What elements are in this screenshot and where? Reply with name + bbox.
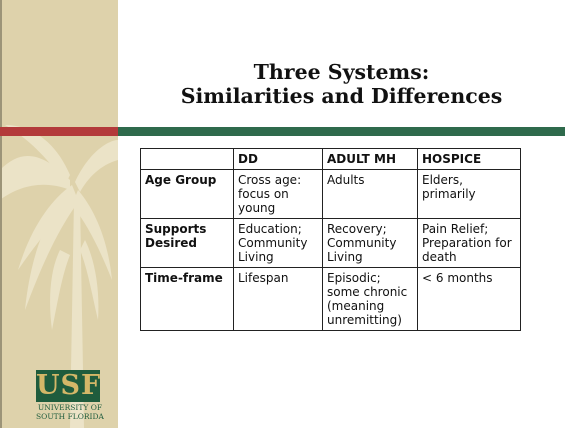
usf-logo-line-1: UNIVERSITY OF <box>37 403 103 412</box>
table-cell: Pain Relief; Preparation for death <box>417 218 521 268</box>
table-cell: Adults <box>322 169 418 219</box>
usf-logo-subtitle: UNIVERSITY OF SOUTH FLORIDA <box>22 403 118 421</box>
header-cell-hospice: HOSPICE <box>417 148 521 170</box>
table-cell: Episodic; some chronic (meaning unremitt… <box>322 267 418 331</box>
header-cell-empty <box>140 148 234 170</box>
title-band-green <box>118 127 565 136</box>
table-cell: Lifespan <box>233 267 323 331</box>
usf-logo-letters: USF <box>36 370 102 402</box>
title-band-red <box>0 127 118 136</box>
palm-decoration-band <box>0 0 118 428</box>
header-cell-dd: DD <box>233 148 323 170</box>
usf-logo: USF UNIVERSITY OF SOUTH FLORIDA <box>22 370 118 426</box>
palm-tree-icon <box>0 125 118 428</box>
header-cell-adult-mh: ADULT MH <box>322 148 418 170</box>
table-header-row: DD ADULT MH HOSPICE <box>140 148 521 170</box>
table-cell: Elders, primarily <box>417 169 521 219</box>
table-row: Time-frame Lifespan Episodic; some chron… <box>140 267 521 331</box>
table-cell: Education; Community Living <box>233 218 323 268</box>
row-label-supports-desired: Supports Desired <box>140 218 234 268</box>
table-cell: Cross age: focus on young <box>233 169 323 219</box>
usf-logo-line-2: SOUTH FLORIDA <box>36 412 104 421</box>
row-label-age-group: Age Group <box>140 169 234 219</box>
table-cell: Recovery; Community Living <box>322 218 418 268</box>
comparison-table: DD ADULT MH HOSPICE Age Group Cross age:… <box>140 148 521 331</box>
table-row: Supports Desired Education; Community Li… <box>140 218 521 268</box>
slide-title: Three Systems: Similarities and Differen… <box>118 60 565 108</box>
slide-edge-line <box>0 0 2 428</box>
table-cell: < 6 months <box>417 267 521 331</box>
row-label-time-frame: Time-frame <box>140 267 234 331</box>
title-line-1: Three Systems: <box>253 60 430 84</box>
title-line-2: Similarities and Differences <box>180 84 503 108</box>
table-row: Age Group Cross age: focus on young Adul… <box>140 169 521 219</box>
